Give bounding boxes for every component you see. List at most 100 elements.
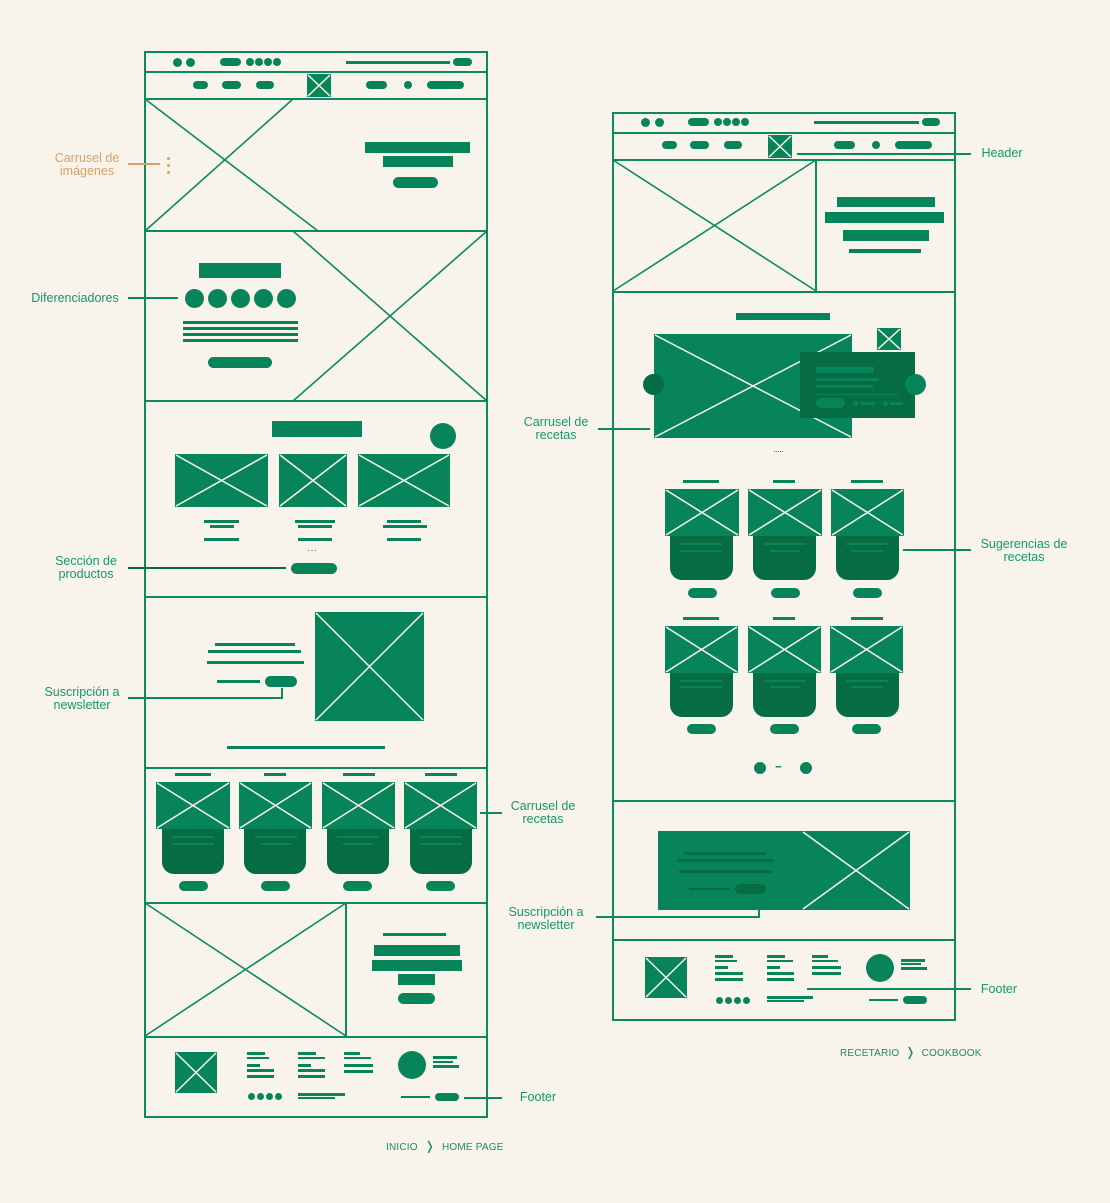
breadcrumb-parent[interactable]: INICIO [386,1142,418,1153]
annotation-newsletter-cookbook: Suscripción a newsletter [508,905,584,932]
divider [144,400,488,402]
text-line [210,525,234,528]
topbar-dot [173,58,182,67]
divider [144,596,488,598]
meta-icon [853,401,858,406]
differentiators-title [199,263,281,278]
text-line [433,1065,459,1068]
social-icon [716,997,723,1004]
recipe-image-placeholder-icon [156,782,230,829]
text-line [387,538,421,541]
carousel-indicator-dot [167,164,170,167]
nav-item [193,81,208,89]
topbar-pill [453,58,472,66]
nav-item [895,141,932,149]
topbar-pill [220,58,241,66]
text-line [677,859,773,862]
text-line [183,333,298,336]
chevron-right-icon: ❭ [905,1045,916,1059]
text-line [816,378,879,381]
text-line [204,538,239,541]
pagination-prev-button[interactable] [754,762,766,774]
breadcrumb: RECETARIO ❭ COOKBOOK [840,1045,982,1059]
product-image-placeholder-icon [358,454,450,507]
annotation-image-carousel: Carrusel de imágenes [54,151,120,178]
text-line [861,402,875,405]
annotation-products: Sección de productos [55,554,117,581]
recipe-image-placeholder-icon [239,782,312,829]
topbar-dot [246,58,254,66]
nav-item [404,81,412,89]
divider [144,767,488,769]
pagination-next-button[interactable] [800,762,812,774]
breadcrumb-parent[interactable]: RECETARIO [840,1048,900,1059]
text-line [208,650,301,653]
cart-icon [430,423,456,449]
newsletter-image-placeholder-icon [802,831,910,910]
annotation-footer-cookbook: Footer [980,982,1018,996]
hero-image-placeholder-icon [144,98,319,232]
text-line [767,996,813,999]
nav-item [690,141,709,149]
text-line [767,1000,804,1002]
divider [612,132,956,134]
nav-item [662,141,677,149]
text-line [298,1093,345,1096]
nav-item [256,81,274,89]
carousel-next-button[interactable] [905,374,926,395]
text-line [227,746,385,749]
email-input-line [401,1096,430,1098]
differentiator-icon [208,289,227,308]
promo-title-bar [372,960,462,971]
annotation-line [128,697,283,699]
carousel-title [736,313,830,320]
product-image-placeholder-icon [175,454,268,507]
text-line [383,933,446,936]
topbar-dot [741,118,749,126]
annotation-header: Header [981,146,1023,160]
footer-logo-placeholder-icon [175,1052,217,1093]
hero-button [393,177,438,188]
nav-item [222,81,241,89]
annotation-line [596,916,760,918]
subscribe-button [735,884,766,894]
subscribe-button [265,676,297,687]
topbar-pill [688,118,709,126]
divider [612,800,956,802]
text-line [433,1061,453,1063]
topbar-dot [186,58,195,67]
social-icon [266,1093,273,1100]
annotation-line [128,163,160,165]
text-line [901,963,921,965]
chevron-right-icon: ❭ [424,1139,436,1153]
products-title [272,421,362,437]
annotation-line [464,1097,502,1099]
text-line [684,852,766,855]
annotation-line [128,297,178,299]
hero-title-bar [837,197,935,207]
small-image-placeholder-icon [877,328,901,350]
text-line [298,538,332,541]
annotation-line [758,909,760,918]
recipe-image-placeholder-icon [748,626,821,673]
differentiator-icon [185,289,204,308]
footer-subscribe-button [435,1093,459,1101]
hero-image-placeholder-icon [612,159,817,292]
recipe-image-placeholder-icon [322,782,395,829]
differentiator-icon [277,289,296,308]
recipe-image-placeholder-icon [665,489,739,536]
carousel-prev-button[interactable] [643,374,664,395]
divider [144,230,488,232]
newsletter-image-placeholder-icon [315,612,424,721]
annotation-line [480,812,502,814]
annotation-recipe-carousel: Carrusel de recetas [510,799,576,826]
email-input-line [689,888,730,890]
topbar-dot [641,118,650,127]
product-image-placeholder-icon [279,454,347,507]
promo-button [398,993,435,1004]
recipe-image-placeholder-icon [404,782,477,829]
divider [612,291,956,293]
breadcrumb: INICIO ❭ HOME PAGE [386,1139,504,1153]
divider [144,71,488,73]
meta-icon [883,401,888,406]
